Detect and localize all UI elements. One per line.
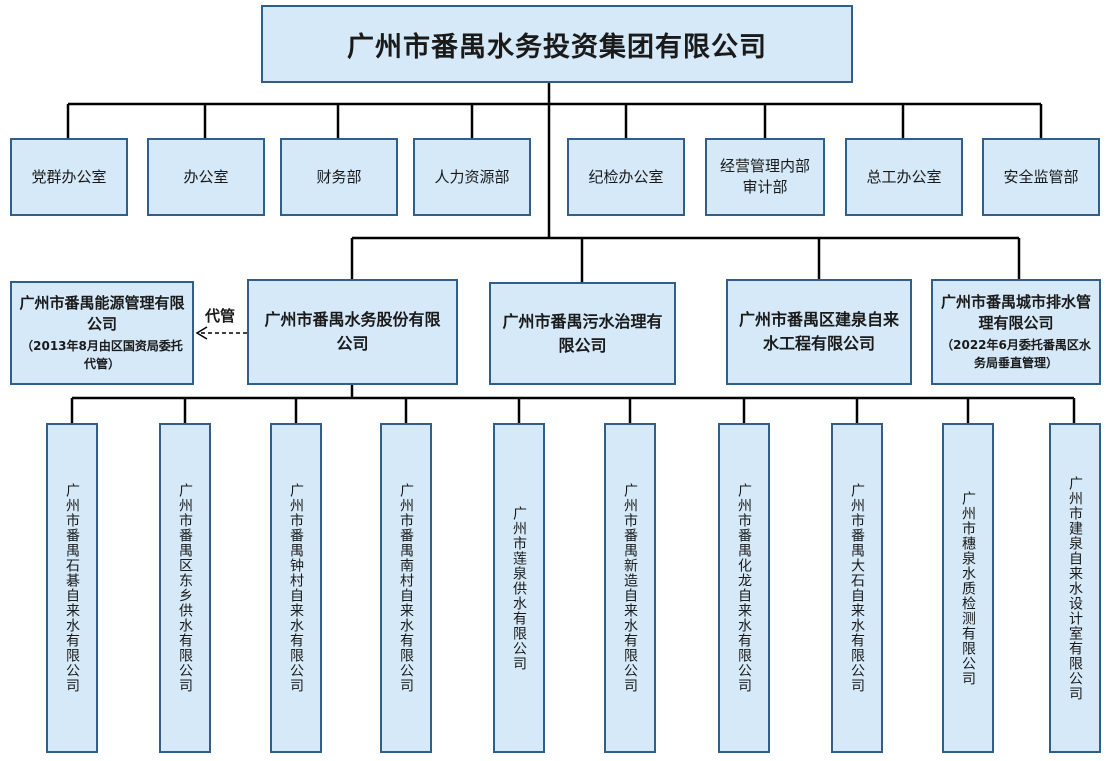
water-company-box: 广州市番禺化龙自来水有限公司	[718, 423, 770, 753]
dept-box: 安全监管部	[982, 138, 1100, 216]
drainage-company-note: （2022年6月委托番禺区水务局垂直管理）	[941, 338, 1091, 370]
water-company-name: 广州市番禺南村自来水有限公司	[398, 483, 414, 693]
dept-label: 总工办公室	[866, 167, 942, 186]
dept-label: 经营管理内部审计部	[719, 157, 810, 196]
dept-label: 财务部	[316, 167, 362, 186]
water-company-box: 广州市莲泉供水有限公司	[493, 423, 545, 753]
drainage-company-name: 广州市番禺城市排水管理有限公司	[940, 293, 1091, 332]
water-company-name: 广州市番禺大石自来水有限公司	[849, 483, 865, 693]
group-company-name: 广州市番禺水务投资集团有限公司	[347, 31, 767, 63]
water-company-box: 广州市番禺区东乡供水有限公司	[159, 423, 211, 753]
dept-box: 经营管理内部审计部	[705, 138, 825, 216]
shares-company-box: 广州市番禺水务股份有限公司	[247, 279, 458, 385]
water-company-name: 广州市番禺区东乡供水有限公司	[177, 483, 193, 693]
energy-company-note: （2013年8月由区国资局委托代管）	[21, 339, 183, 371]
water-company-box: 广州市穗泉水质检测有限公司	[942, 423, 994, 753]
water-company-name: 广州市番禺化龙自来水有限公司	[736, 483, 752, 693]
energy-company-box: 广州市番禺能源管理有限公司 （2013年8月由区国资局委托代管）	[10, 281, 194, 385]
dept-box: 办公室	[147, 138, 265, 216]
dept-box: 财务部	[280, 138, 398, 216]
dept-label: 人力资源部	[434, 167, 510, 186]
water-company-name: 广州市建泉自来水设计室有限公司	[1067, 475, 1083, 701]
shares-company-name: 广州市番禺水务股份有限公司	[264, 310, 441, 353]
energy-company-name: 广州市番禺能源管理有限公司	[19, 294, 185, 333]
water-company-box: 广州市番禺石碁自来水有限公司	[46, 423, 98, 753]
dept-label: 党群办公室	[31, 167, 107, 186]
water-company-box: 广州市番禺钟村自来水有限公司	[270, 423, 322, 753]
water-company-box: 广州市建泉自来水设计室有限公司	[1049, 423, 1101, 753]
jianquan-company-name: 广州市番禺区建泉自来水工程有限公司	[738, 310, 899, 353]
water-company-box: 广州市番禺新造自来水有限公司	[604, 423, 656, 753]
proxy-label: 代管	[205, 307, 236, 325]
drainage-company-box: 广州市番禺城市排水管理有限公司 （2022年6月委托番禺区水务局垂直管理）	[931, 279, 1101, 385]
water-company-name: 广州市番禺新造自来水有限公司	[622, 483, 638, 693]
dept-box: 党群办公室	[10, 138, 128, 216]
group-company-box: 广州市番禺水务投资集团有限公司	[261, 5, 853, 83]
sewage-company-name: 广州市番禺污水治理有限公司	[502, 311, 663, 355]
dept-box: 总工办公室	[845, 138, 963, 216]
water-company-box: 广州市番禺大石自来水有限公司	[831, 423, 883, 753]
dept-label: 办公室	[183, 167, 229, 186]
dept-label: 安全监管部	[1003, 167, 1079, 186]
dept-box: 人力资源部	[413, 138, 531, 216]
water-company-name: 广州市莲泉供水有限公司	[511, 505, 527, 671]
sewage-company-box: 广州市番禺污水治理有限公司	[489, 282, 676, 385]
water-company-box: 广州市番禺南村自来水有限公司	[380, 423, 432, 753]
water-company-name: 广州市穗泉水质检测有限公司	[960, 490, 976, 686]
dept-box: 纪检办公室	[567, 138, 685, 216]
water-company-name: 广州市番禺石碁自来水有限公司	[64, 483, 80, 693]
water-company-name: 广州市番禺钟村自来水有限公司	[288, 483, 304, 693]
dept-label: 纪检办公室	[588, 167, 664, 186]
jianquan-company-box: 广州市番禺区建泉自来水工程有限公司	[726, 279, 912, 385]
